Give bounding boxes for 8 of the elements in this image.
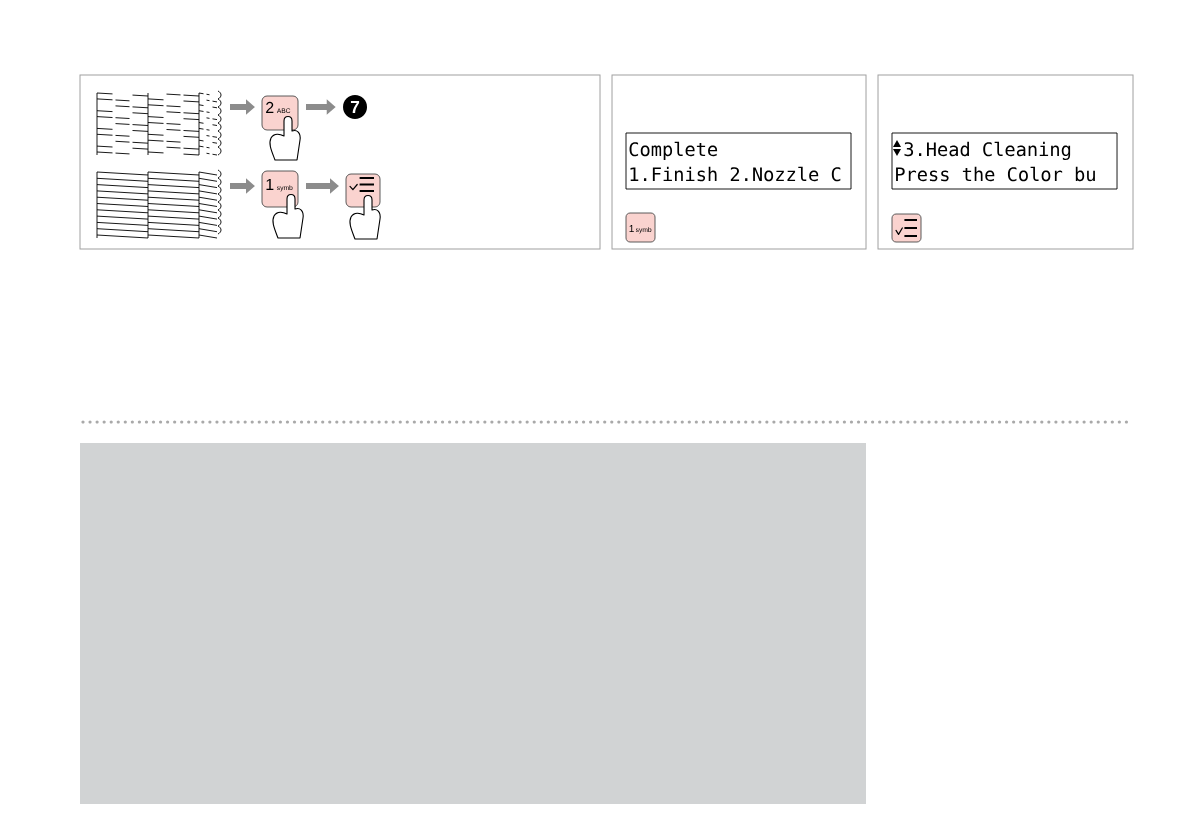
lcd-screen: 3.Head Cleaning Press the Color bu — [891, 132, 1118, 190]
number-badge: 7 — [343, 95, 367, 119]
nozzle-check-pattern — [96, 169, 222, 239]
panel-frame — [79, 74, 601, 250]
panel-frame — [611, 74, 867, 250]
panel-frame — [877, 74, 1134, 250]
nozzle-check-pattern — [96, 90, 222, 156]
lcd-screen: Complete 1.Finish 2.Nozzle C — [625, 132, 852, 190]
